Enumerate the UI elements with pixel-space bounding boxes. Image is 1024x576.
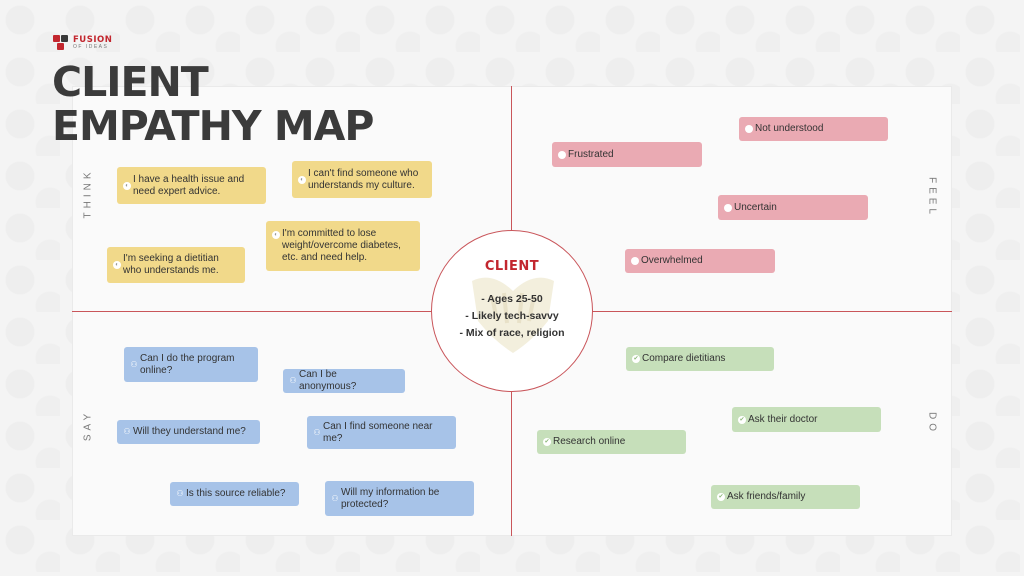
say-note: ⚇ Can I find someone near me? (307, 416, 456, 449)
logo-mark-icon (53, 35, 69, 51)
say-note: ⚇ Will they understand me? (117, 420, 260, 444)
shield-crest-icon (472, 277, 554, 353)
quadrant-label-say: SAY (82, 409, 94, 442)
heart-icon (558, 150, 566, 159)
title-line-2: EMPATHY MAP (52, 102, 374, 150)
check-circle-icon: ✔ (543, 438, 551, 446)
say-note: ⚇ Will my information be protected? (325, 481, 474, 516)
logo: FUSION OF IDEAS (53, 35, 112, 51)
think-note: ◐ I can't find someone who understands m… (292, 161, 432, 198)
logo-sub: OF IDEAS (73, 44, 109, 51)
title-line-1: CLIENT (52, 58, 209, 106)
user-speaking-icon: ⚇ (130, 359, 138, 369)
heart-icon (631, 257, 639, 265)
logo-word: FUSION (73, 34, 113, 45)
user-speaking-icon: ⚇ (313, 427, 321, 437)
say-note: ⚇ Is this source reliable? (170, 482, 299, 506)
page-title: CLIENT EMPATHY MAP (52, 58, 374, 150)
client-persona-circle: CLIENT - Ages 25-50 - Likely tech-savvy … (431, 230, 593, 392)
feel-note: Uncertain (718, 195, 868, 220)
center-line-age: - Ages 25-50 (481, 293, 543, 305)
think-note: ◐ I'm committed to lose weight/overcome … (266, 221, 420, 271)
think-note: ◐ I have a health issue and need expert … (117, 167, 266, 204)
think-note: ◐ I'm seeking a dietitian who understand… (107, 247, 245, 283)
quadrant-label-think: THINK (82, 168, 94, 219)
check-circle-icon: ✔ (738, 415, 746, 424)
quadrant-label-do: DO (926, 412, 938, 435)
user-speaking-icon: ⚇ (123, 427, 131, 436)
heart-icon (745, 125, 753, 133)
center-details: - Ages 25-50 - Likely tech-savvy - Mix o… (432, 291, 592, 342)
center-title: CLIENT (484, 259, 540, 274)
feel-note: Overwhelmed (625, 249, 775, 273)
center-line-mix: - Mix of race, religion (459, 327, 565, 339)
lightbulb-icon: ◐ (113, 261, 121, 269)
say-note: ⚇ Can I be anonymous? (283, 369, 405, 393)
do-note: ✔ Ask friends/family (711, 485, 860, 509)
check-circle-icon: ✔ (632, 355, 640, 363)
center-line-tech: - Likely tech-savvy (465, 310, 559, 322)
feel-note: Not understood (739, 117, 888, 141)
lightbulb-icon: ◐ (298, 175, 306, 184)
feel-note: Frustrated (552, 142, 702, 167)
check-circle-icon: ✔ (717, 493, 725, 501)
do-note: ✔ Ask their doctor (732, 407, 881, 432)
quadrant-label-feel: FEEL (926, 176, 938, 218)
do-note: ✔ Compare dietitians (626, 347, 774, 371)
lightbulb-icon: ◐ (123, 181, 131, 190)
say-note: ⚇ Can I do the program online? (124, 347, 258, 382)
heart-icon (724, 203, 732, 212)
user-speaking-icon: ⚇ (331, 493, 339, 503)
do-note: ✔ Research online (537, 430, 686, 454)
user-speaking-icon: ⚇ (289, 376, 297, 385)
user-speaking-icon: ⚇ (176, 489, 184, 498)
lightbulb-icon: ◐ (272, 231, 280, 239)
